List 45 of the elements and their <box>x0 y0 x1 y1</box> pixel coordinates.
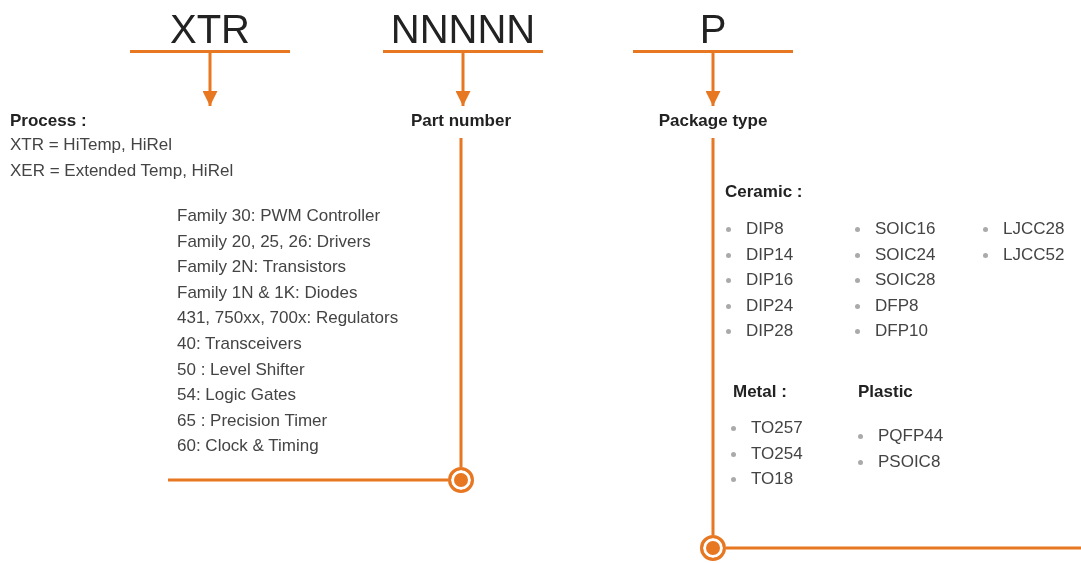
code-segment: NNNNN <box>383 8 543 53</box>
category-heading: Plastic <box>858 381 913 403</box>
package-item: SOIC24 <box>855 243 936 266</box>
package-item: DIP28 <box>726 320 794 342</box>
end-dot <box>700 535 726 561</box>
description-text: XER = Extended Temp, HiRel <box>10 160 235 182</box>
field-heading: Process : <box>10 110 88 132</box>
family-text: 431, 750xx, 700x: Regulators <box>177 307 399 330</box>
package-item: TO257 <box>731 417 803 439</box>
code-segment: XTR <box>130 8 290 53</box>
package-item: PQFP44 <box>858 425 944 447</box>
package-item: DFP10 <box>855 320 928 342</box>
family-text: 50 : Level Shifter <box>177 358 305 381</box>
package-item: SOIC28 <box>855 269 936 291</box>
family-text: 40: Transceivers <box>177 333 302 355</box>
category-heading: Metal : <box>733 381 787 403</box>
package-item: DIP16 <box>726 269 794 291</box>
family-text: 60: Clock & Timing <box>177 435 319 458</box>
code-segment: P <box>633 8 793 53</box>
connector-line <box>711 138 715 535</box>
package-item: TO18 <box>731 468 794 490</box>
description-text: XTR = HiTemp, HiRel <box>10 134 173 156</box>
field-heading: Package type <box>643 110 783 132</box>
family-text: Family 20, 25, 26: Drivers <box>177 230 371 253</box>
family-text: 65 : Precision Timer <box>177 409 328 432</box>
package-item: DIP24 <box>726 294 794 317</box>
family-text: Family 2N: Transistors <box>177 256 347 279</box>
arrow <box>455 53 471 106</box>
end-dot <box>448 467 474 493</box>
package-item: LJCC28 <box>983 218 1065 240</box>
package-item: SOIC16 <box>855 218 936 240</box>
arrow <box>705 53 721 106</box>
package-item: LJCC52 <box>983 243 1065 266</box>
arrow <box>202 53 218 106</box>
family-text: 54: Logic Gates <box>177 384 297 407</box>
field-heading: Part number <box>391 110 531 132</box>
connector-line <box>459 138 463 467</box>
package-item: DIP14 <box>726 243 794 266</box>
family-text: Family 1N & 1K: Diodes <box>177 281 358 304</box>
package-item: TO254 <box>731 442 803 465</box>
package-item: PSOIC8 <box>858 450 941 473</box>
category-heading: Ceramic : <box>725 181 803 203</box>
package-item: DIP8 <box>726 218 784 240</box>
package-item: DFP8 <box>855 294 919 317</box>
family-text: Family 30: PWM Controller <box>177 205 381 227</box>
